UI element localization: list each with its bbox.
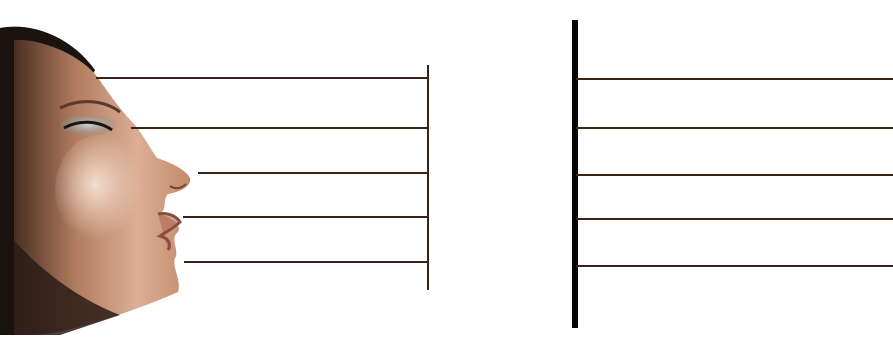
face-profile-image	[0, 27, 190, 335]
right-horizontal-lines	[576, 79, 893, 266]
cheek-highlight	[55, 135, 145, 245]
